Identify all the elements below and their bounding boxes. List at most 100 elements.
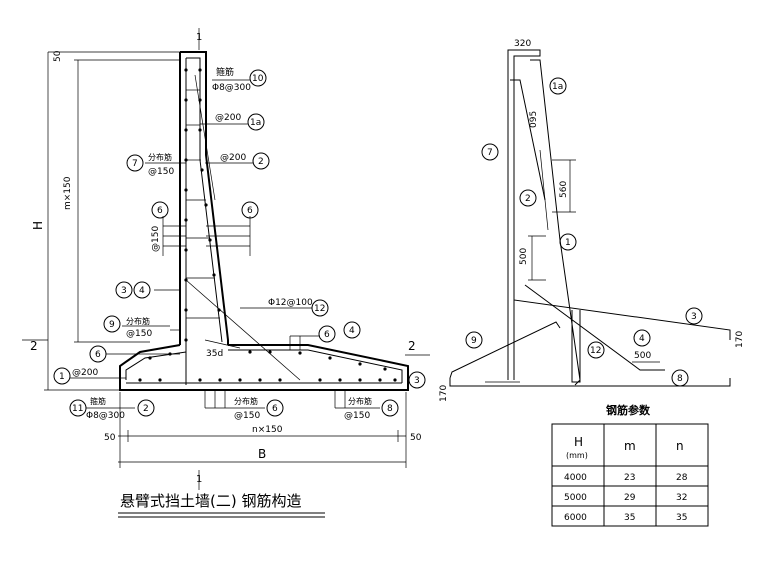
section-marks bbox=[22, 28, 430, 490]
bubble-3-left: 3 bbox=[115, 281, 133, 299]
svg-text:8: 8 bbox=[387, 404, 393, 414]
svg-text:6: 6 bbox=[95, 350, 101, 360]
label-a150-vertical: @150 bbox=[151, 226, 161, 252]
bubble-1-right: 1 bbox=[559, 233, 577, 251]
leader-lines bbox=[154, 216, 380, 409]
label-fenbu-8-spec: @150 bbox=[344, 411, 370, 421]
bar-9-shape bbox=[449, 321, 561, 379]
table-row-3-h: 6000 bbox=[564, 513, 587, 523]
stem-outline-right bbox=[180, 51, 229, 345]
svg-text:6: 6 bbox=[324, 330, 330, 340]
dim-b: B bbox=[258, 447, 266, 461]
label-fenbu-7: 分布筋 bbox=[148, 152, 172, 162]
dim-095: 095 bbox=[529, 111, 539, 128]
bubble-4-right: 4 bbox=[633, 329, 651, 347]
section-mark-left: 2 bbox=[30, 339, 38, 353]
bubble-2-right: 2 bbox=[519, 189, 537, 207]
table-row-1-n: 28 bbox=[676, 473, 688, 483]
label-gujin-top-spec: Φ8@300 bbox=[212, 83, 251, 93]
bubble-3-right: 3 bbox=[408, 371, 426, 389]
anchor-35d bbox=[204, 339, 241, 349]
bubble-12-right: 12 bbox=[587, 341, 605, 359]
bubble-4-base: 4 bbox=[343, 321, 361, 339]
svg-text:1a: 1a bbox=[552, 82, 563, 92]
rebar-parameter-table: 钢筋参数 H (mm) m n 4000 23 28 5000 29 32 60… bbox=[551, 403, 709, 527]
table-row-2-h: 5000 bbox=[564, 493, 587, 503]
table-row-2-n: 32 bbox=[676, 493, 687, 503]
label-gujin-bottom: 箍筋 bbox=[90, 396, 106, 406]
right-section: 320 095 560 500 500 170 170 1a 7 2 1 3 9… bbox=[439, 39, 745, 402]
bar-7-shape bbox=[507, 49, 541, 380]
svg-text:2: 2 bbox=[258, 157, 264, 167]
label-gujin-top: 箍筋 bbox=[216, 66, 234, 78]
svg-text:9: 9 bbox=[471, 336, 477, 346]
table-header-h-unit: (mm) bbox=[566, 451, 588, 460]
bubble-1-left: 1 bbox=[53, 367, 71, 385]
bubble-3-right-shape: 3 bbox=[685, 307, 703, 325]
bar-8-shape bbox=[571, 310, 581, 383]
bubble-6-base: 6 bbox=[318, 325, 336, 343]
label-gujin-bottom-spec: Φ8@300 bbox=[86, 411, 125, 421]
bar-2-shape bbox=[539, 149, 549, 231]
stem-rebar-diag bbox=[194, 74, 216, 201]
table-header-n: n bbox=[676, 439, 684, 453]
table-row-1-h: 4000 bbox=[564, 473, 587, 483]
table-row-2-m: 29 bbox=[624, 493, 636, 503]
toe-rebar bbox=[125, 351, 187, 380]
svg-text:4: 4 bbox=[139, 286, 145, 296]
dim-500-vertical: 500 bbox=[519, 248, 529, 265]
bubble-9-right: 9 bbox=[465, 331, 483, 349]
bubble-2-top: 2 bbox=[252, 152, 270, 170]
bubble-6-left: 6 bbox=[151, 201, 169, 219]
bubble-8-left: 8 bbox=[381, 399, 399, 417]
section-mark-right: 2 bbox=[408, 339, 416, 353]
svg-text:1: 1 bbox=[59, 372, 65, 382]
label-a200-1a: @200 bbox=[215, 113, 241, 123]
svg-text:9: 9 bbox=[109, 320, 115, 330]
label-fenbu-9: 分布筋 bbox=[126, 316, 150, 326]
bubble-11: 11 bbox=[69, 399, 87, 417]
svg-text:4: 4 bbox=[639, 334, 645, 344]
svg-text:3: 3 bbox=[121, 286, 127, 296]
svg-text:7: 7 bbox=[487, 148, 493, 158]
label-phi12: Φ12@100 bbox=[268, 298, 313, 308]
stem-rebar-dots bbox=[184, 68, 221, 342]
label-a200-2: @200 bbox=[220, 153, 246, 163]
section-mark-top: 1 bbox=[196, 32, 202, 43]
dim-top-50: 50 bbox=[53, 50, 63, 62]
svg-text:3: 3 bbox=[414, 376, 420, 386]
label-fenbu-7-spec: @150 bbox=[148, 167, 174, 177]
svg-text:2: 2 bbox=[525, 194, 531, 204]
svg-text:1a: 1a bbox=[250, 118, 261, 128]
dim-h: H bbox=[31, 221, 45, 230]
bubble-7-right: 7 bbox=[481, 143, 499, 161]
bubble-6-right: 6 bbox=[241, 201, 259, 219]
bubble-4-left: 4 bbox=[133, 281, 151, 299]
stem-rebar-back bbox=[186, 57, 223, 343]
table-row-3-m: 35 bbox=[624, 513, 635, 523]
bubble-1a-right: 1a bbox=[549, 77, 567, 95]
svg-text:6: 6 bbox=[247, 206, 253, 216]
table-header-m: m bbox=[624, 439, 636, 453]
dim-bot-50-left: 50 bbox=[104, 433, 116, 443]
svg-text:3: 3 bbox=[691, 312, 697, 322]
table-title: 钢筋参数 bbox=[606, 403, 651, 417]
drawing-title-block: 悬臂式挡土墙(二) 钢筋构造 bbox=[118, 492, 325, 518]
svg-text:11: 11 bbox=[72, 404, 83, 414]
label-fenbu-6-spec: @150 bbox=[234, 411, 260, 421]
svg-text:2: 2 bbox=[143, 404, 149, 414]
dim-320: 320 bbox=[514, 39, 531, 49]
label-fenbu-8: 分布筋 bbox=[348, 396, 372, 406]
heel-top-rebar bbox=[228, 349, 403, 383]
label-35d: 35d bbox=[206, 349, 223, 359]
bubble-12: 12 bbox=[311, 299, 329, 317]
section-mark-bottom: 1 bbox=[196, 474, 202, 485]
svg-text:6: 6 bbox=[272, 404, 278, 414]
svg-text:1: 1 bbox=[565, 238, 571, 248]
table-row-1-m: 23 bbox=[624, 473, 635, 483]
label-fenbu-6: 分布筋 bbox=[234, 396, 258, 406]
bar-12-shape bbox=[524, 284, 665, 371]
stem-stirrups bbox=[186, 89, 220, 319]
svg-text:12: 12 bbox=[314, 304, 325, 314]
